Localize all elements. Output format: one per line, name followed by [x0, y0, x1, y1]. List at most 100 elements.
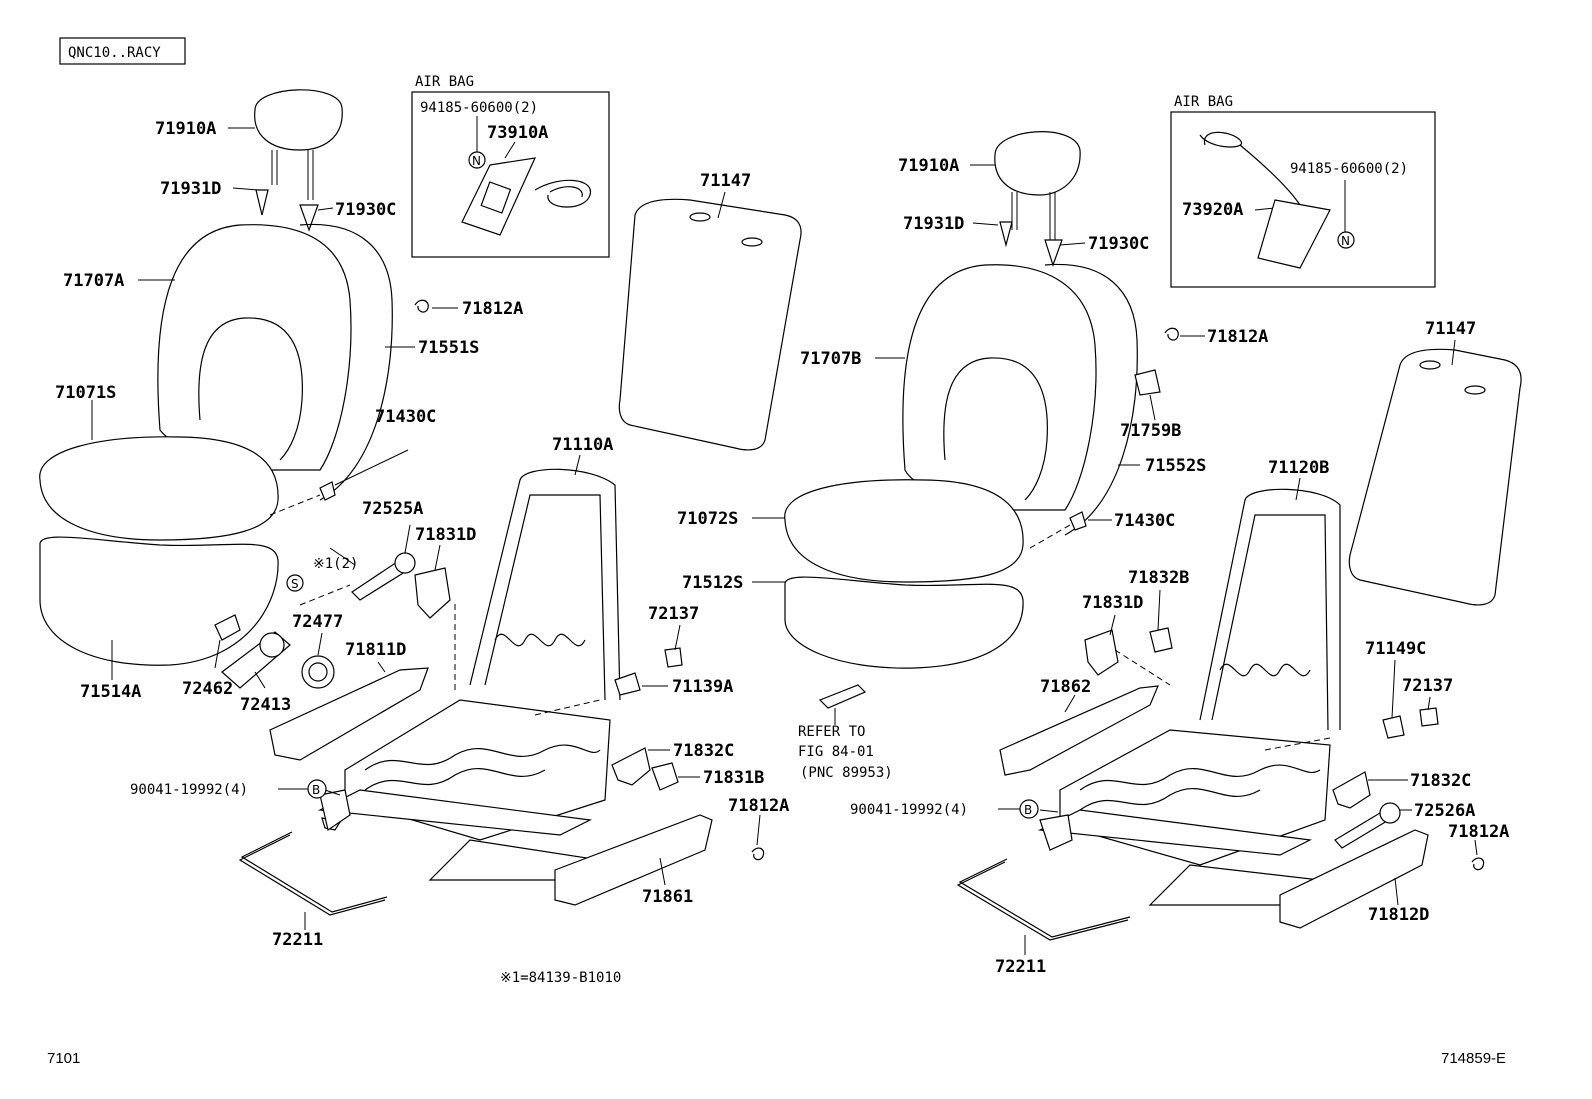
- rod-left: [238, 834, 386, 916]
- label-clip-right: 71812A: [1207, 327, 1268, 347]
- seatback-cover-right: [1044, 263, 1138, 536]
- label-bracket-c-right: 71149C: [1365, 639, 1426, 659]
- refer-line-2: FIG 84-01: [798, 744, 874, 760]
- footer-right: 714859-E: [1441, 1050, 1506, 1067]
- label-shield-862: 71862: [1040, 677, 1091, 697]
- airbag-bolt-left: 94185-60600(2): [420, 100, 538, 116]
- airbag-inset-right: AIR BAG 94185-60600(2) 73920A N: [1170, 94, 1436, 288]
- symbol-n-left: [468, 151, 486, 169]
- label-back-pad-left: 71707A: [63, 271, 124, 291]
- label-shield-d-left: 71811D: [345, 640, 406, 660]
- label-cushion-cover-left: 71071S: [55, 383, 116, 403]
- label-cover-d-left: 71831D: [415, 525, 476, 545]
- shield-71861: [554, 814, 713, 906]
- label-bolt-right: 90041-19992(4): [850, 802, 968, 818]
- svg-text:S: S: [291, 577, 299, 591]
- label-support-d-left: 71931D: [160, 179, 221, 199]
- svg-text:B: B: [312, 783, 320, 797]
- airbag-wire-left: [534, 179, 591, 208]
- svg-text:N: N: [472, 154, 481, 168]
- label-hinge-right: 72137: [1402, 676, 1453, 696]
- label-clip-left: 71812A: [462, 299, 523, 319]
- cushion-right: [784, 479, 1024, 583]
- label-hook-right: 71759B: [1120, 421, 1181, 441]
- label-shield-left: 71861: [642, 887, 693, 907]
- label-headrest-right: 71910A: [898, 156, 959, 176]
- label-support-d-right: 71931D: [903, 214, 964, 234]
- label-back-cover-right: 71552S: [1145, 456, 1206, 476]
- label-rod-right: 72211: [995, 957, 1046, 977]
- label-lever-right: 72526A: [1414, 801, 1475, 821]
- symbol-s: [286, 574, 304, 592]
- frame-71120b: [1199, 488, 1341, 730]
- label-back-cover-left: 71551S: [418, 338, 479, 358]
- label-support-c-right: 71930C: [1088, 234, 1149, 254]
- airbag-bolt-right: 94185-60600(2): [1290, 161, 1408, 177]
- label-cover-b-right: 71832B: [1128, 568, 1189, 588]
- label-bracket-left: 71139A: [672, 677, 733, 697]
- label-support-c-left: 71930C: [335, 200, 396, 220]
- label-cover-c-right: 71832C: [1410, 771, 1471, 791]
- cushion-pad-left: [39, 536, 279, 666]
- shield-71811d: [269, 667, 429, 761]
- label-cover-d-right: 71831D: [1082, 593, 1143, 613]
- label-grommet-left: 71430C: [375, 407, 436, 427]
- label-cover-b-left: 71831B: [703, 768, 764, 788]
- label-frame-right: 71120B: [1268, 458, 1329, 478]
- airbag-title-right: AIR BAG: [1174, 94, 1233, 110]
- seatback-right: [902, 264, 1097, 511]
- label-knob: 72477: [292, 612, 343, 632]
- label-cushion-cover-b: 71072S: [677, 509, 738, 529]
- refer-line-3: (PNC 89953): [800, 765, 893, 781]
- label-cushion-pad-b: 71512S: [682, 573, 743, 593]
- frame-71110a: [469, 468, 621, 701]
- model-code: QNC10..RACY: [68, 45, 161, 61]
- cushion-left: [39, 436, 279, 541]
- svg-text:N: N: [1341, 234, 1350, 248]
- label-headrest-left: 71910A: [155, 119, 216, 139]
- label-clip2-right: 71812A: [1448, 822, 1509, 842]
- airbag-inset-left: AIR BAG 94185-60600(2) 73910A N: [411, 74, 610, 258]
- symbol-b-left: [307, 779, 327, 799]
- airbag-title-left: AIR BAG: [415, 74, 474, 90]
- footer-left: 7101: [47, 1050, 80, 1067]
- rod-right: [956, 861, 1129, 941]
- label-recliner: 72413: [240, 695, 291, 715]
- label-back-pad-right: 71707B: [800, 349, 861, 369]
- board-right: [1348, 348, 1522, 606]
- headrest-right: [994, 131, 1081, 196]
- label-lever-left: 72525A: [362, 499, 423, 519]
- svg-text:B: B: [1024, 803, 1032, 817]
- label-cover-c-left: 71832C: [673, 741, 734, 761]
- footnote: ※1=84139-B1010: [500, 970, 621, 986]
- airbag-part-left: 73910A: [487, 123, 548, 143]
- symbol-b-right: [1019, 799, 1039, 819]
- board-left: [618, 198, 802, 451]
- cushion-pad-right: [784, 576, 1024, 669]
- label-rod-left: 72211: [272, 930, 323, 950]
- label-note-s: ※1(2): [313, 556, 358, 572]
- airbag-wire-right: [1199, 131, 1301, 206]
- airbag-part-right: 73920A: [1182, 200, 1243, 220]
- leader-lines: [91, 127, 1478, 955]
- right-seat-drawing: [784, 131, 1522, 941]
- shield-71812d: [1279, 829, 1429, 929]
- label-bolt-left: 90041-19992(4): [130, 782, 248, 798]
- shield-71862: [999, 685, 1159, 776]
- seatback-left: [157, 224, 352, 471]
- label-clip2-left: 71812A: [728, 796, 789, 816]
- model-box: QNC10..RACY: [59, 37, 186, 65]
- airbag-module-right: [1257, 199, 1331, 269]
- refer-line-1: REFER TO: [798, 724, 865, 740]
- label-cushion-pad-left: 71514A: [80, 682, 141, 702]
- symbol-n-right: [1337, 231, 1355, 249]
- seatback-cover-left: [299, 223, 393, 501]
- label-frame-left: 71110A: [552, 435, 613, 455]
- label-hinge-left: 72137: [648, 604, 699, 624]
- headrest-left: [254, 89, 343, 151]
- left-seat-drawing: [39, 89, 802, 916]
- label-board-right: 71147: [1425, 319, 1476, 339]
- label-shield-d-right: 71812D: [1368, 905, 1429, 925]
- label-board-left: 71147: [700, 171, 751, 191]
